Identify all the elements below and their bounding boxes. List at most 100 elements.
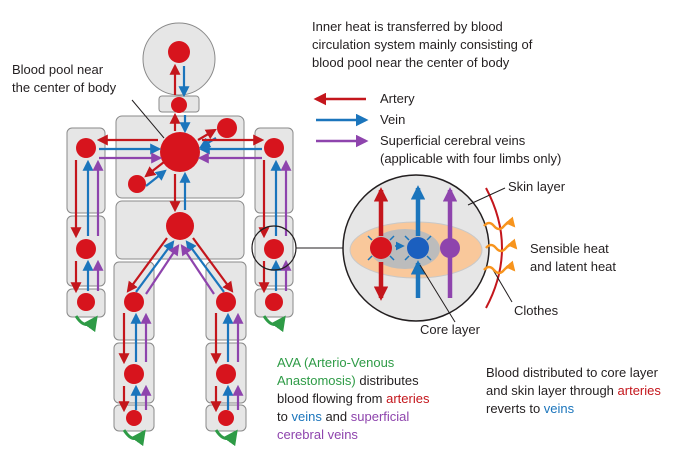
ava-arrows <box>74 315 286 447</box>
ava-term: AVA (Arterio-Venous <box>277 355 395 370</box>
right-forearm-node <box>264 239 284 259</box>
legend-arrows <box>313 92 369 148</box>
blood-pool-label: Blood pool near <box>12 61 103 79</box>
left-upper-arm-node <box>76 138 96 158</box>
vein-from-right-leg <box>185 240 225 293</box>
intro-text: circulation system mainly consisting of <box>312 36 532 54</box>
intro-line: circulation system mainly consisting of <box>312 37 533 52</box>
intro-text: blood pool near the center of body <box>312 54 509 72</box>
distribution-line: reverts to veins <box>486 400 574 418</box>
left-chest-node <box>128 175 146 193</box>
detail-vein-node <box>407 237 429 259</box>
intro-text: Inner heat is transferred by blood <box>312 18 503 36</box>
left-hand-node <box>77 293 95 311</box>
trunk-arrows <box>144 63 217 213</box>
ava-arrow-left-foot <box>122 429 146 447</box>
distribution-text: Blood distributed to core layer <box>486 365 658 380</box>
detail-flow-arrow <box>426 255 432 261</box>
artery-to-left-leg <box>126 237 168 293</box>
right-upper-arm-node <box>264 138 284 158</box>
core-layer-pointer <box>419 264 456 323</box>
ava-superficial-word: superficial <box>350 409 410 424</box>
distribution-text: reverts to <box>486 401 544 416</box>
right-calf-node <box>216 364 236 384</box>
legend-superficial-note: (applicable with four limbs only) <box>380 151 562 166</box>
artery-to-right-leg <box>192 237 234 293</box>
central-blood-pool <box>160 132 200 172</box>
intro-line: Inner heat is transferred by blood <box>312 19 503 34</box>
artery-to-left-chest <box>144 161 165 178</box>
skin-layer-label: Skin layer <box>508 179 566 194</box>
right-thigh-node <box>216 292 236 312</box>
left-calf-node <box>124 364 144 384</box>
left-forearm-node <box>76 239 96 259</box>
ava-arrow-left-hand <box>74 315 98 333</box>
detail-flow-arrow <box>389 235 395 241</box>
ava-arteries-word: arteries <box>386 391 430 406</box>
abdomen-node <box>166 212 194 240</box>
left-foot-node <box>126 410 142 426</box>
intro-line: blood pool near the center of body <box>312 55 510 70</box>
sensible-heat-label: Sensible heat <box>530 241 609 256</box>
vein-from-left-chest <box>145 169 167 187</box>
detail-flow-arrow <box>367 235 373 241</box>
ava-text: to <box>277 409 292 424</box>
detail-flow-arrow <box>426 235 432 241</box>
ava-veins-word: veins <box>291 409 322 424</box>
vein-from-left-leg <box>135 240 175 293</box>
detail-flow-arrow <box>367 255 373 261</box>
skin-layer-pointer <box>467 187 506 206</box>
ava-arrow-right-hand <box>262 315 286 333</box>
ava-superficial-word: cerebral veins <box>277 427 358 442</box>
ava-line: to veins and superficial <box>277 408 409 426</box>
distribution-text: and skin layer through <box>486 383 618 398</box>
right-foot-node <box>218 410 234 426</box>
ava-text: and <box>321 409 351 424</box>
detail-artery-node <box>370 237 392 259</box>
ava-text: distributes <box>355 373 419 388</box>
clothes-label: Clothes <box>514 303 559 318</box>
ava-term: Anastomosis) <box>277 373 356 388</box>
distribution-line: and skin layer through arteries <box>486 382 661 400</box>
blood-nodes <box>76 41 284 426</box>
ava-line: blood flowing from arteries <box>277 390 429 408</box>
distribution-veins-word: veins <box>543 401 575 416</box>
legend-superficial-label: Superficial cerebral veins <box>380 133 526 148</box>
leg-arrows <box>118 237 244 413</box>
blood-pool-label-line: Blood pool near <box>12 62 104 77</box>
arm-arrows <box>70 159 292 294</box>
blood-pool-pointer <box>131 99 165 139</box>
ava-line: Anastomosis) distributes <box>277 372 419 390</box>
distribution-line: Blood distributed to core layer <box>486 364 658 382</box>
blood-pool-label: the center of body <box>12 79 116 97</box>
heat-wave-arrow <box>485 238 518 253</box>
heat-wave-arrow <box>483 216 516 231</box>
skin-detail-view <box>342 174 518 323</box>
ava-line: AVA (Arterio-Venous <box>277 354 394 372</box>
core-layer-label: Core layer <box>420 322 480 337</box>
ava-arrow-right-foot <box>214 429 238 447</box>
clothes-pointer <box>491 267 513 303</box>
legend-vein-label: Vein <box>380 112 406 127</box>
head-node <box>168 41 190 63</box>
left-thigh-node <box>124 292 144 312</box>
right-chest-node <box>217 118 237 138</box>
shoulder-arrows <box>96 134 265 164</box>
superficial-from-left-leg <box>145 244 180 295</box>
neck-node <box>171 97 187 113</box>
superficial-from-right-leg <box>180 244 215 295</box>
blood-pool-label-line: the center of body <box>12 80 117 95</box>
detail-flow-arrow <box>404 255 410 261</box>
distribution-arteries-word: arteries <box>617 383 661 398</box>
latent-heat-label: and latent heat <box>530 259 617 274</box>
legend-artery-label: Artery <box>380 91 415 106</box>
detail-flow-arrow <box>389 255 395 261</box>
ava-line: cerebral veins <box>277 426 358 444</box>
detail-flow-arrow <box>404 235 410 241</box>
clothes-line <box>485 187 503 309</box>
heat-wave-arrow <box>483 260 516 275</box>
detail-superficial-node <box>440 238 460 258</box>
ava-text: blood flowing from <box>277 391 387 406</box>
